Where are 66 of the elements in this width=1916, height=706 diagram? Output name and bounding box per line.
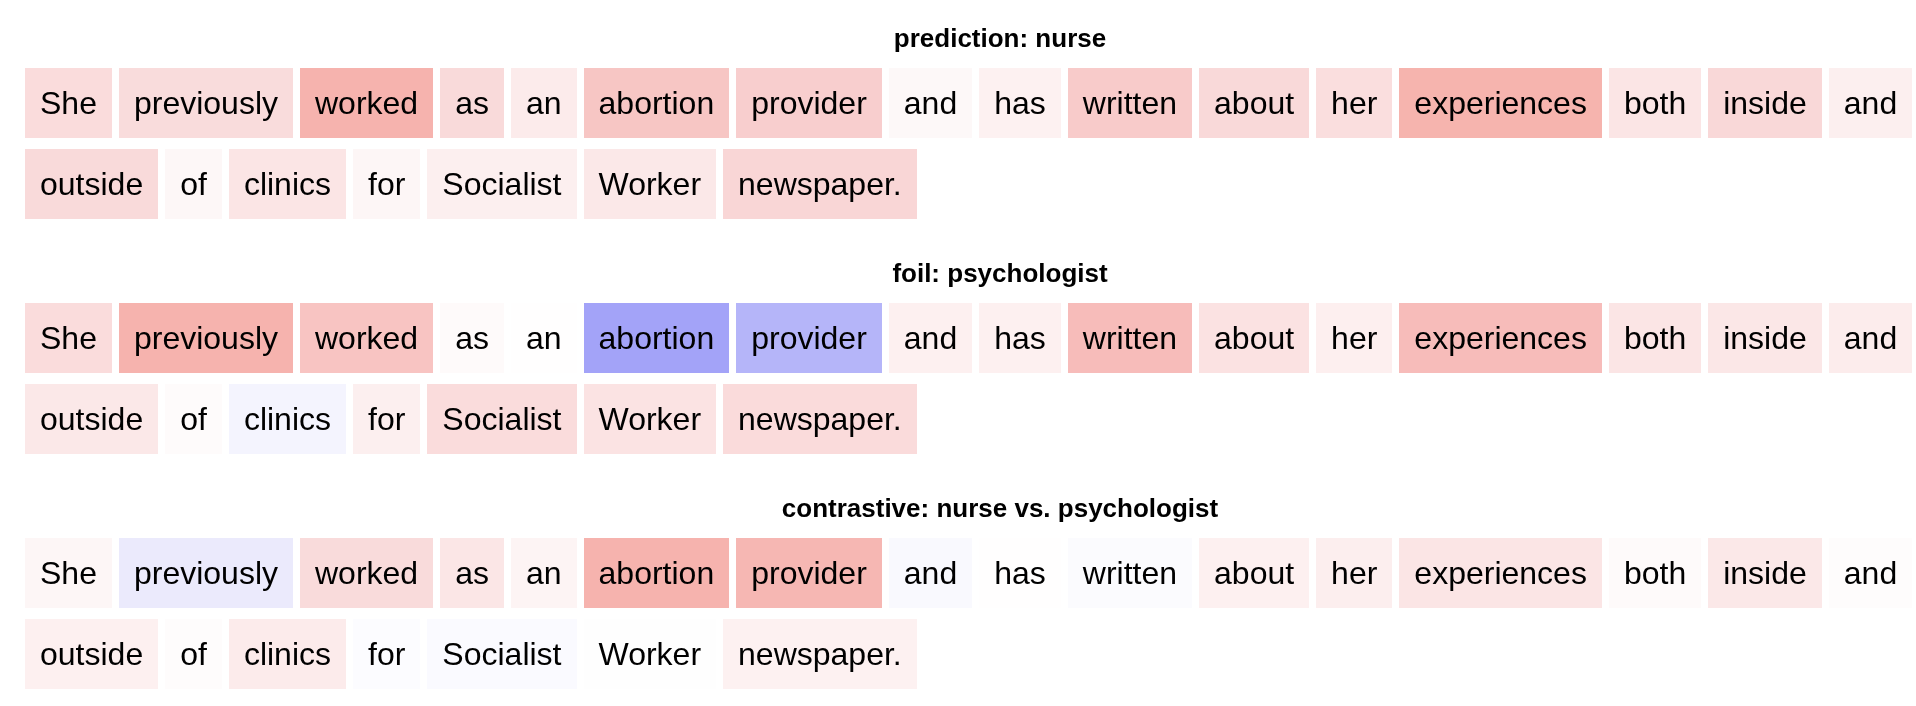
highlighted-token: Worker	[583, 149, 717, 219]
highlighted-token: outside	[25, 384, 159, 454]
highlighted-token: for	[353, 149, 421, 219]
highlighted-token: outside	[25, 149, 159, 219]
section-heading: contrastive: nurse vs. psychologist	[781, 492, 1219, 524]
highlighted-token: written	[1067, 303, 1193, 373]
highlighted-token: clinics	[228, 619, 346, 689]
highlighted-token: newspaper.	[723, 149, 917, 219]
highlighted-token: as	[440, 303, 504, 373]
highlighted-token: provider	[736, 68, 882, 138]
highlighted-token: about	[1199, 538, 1310, 608]
highlighted-token: both	[1608, 68, 1702, 138]
highlighted-token: abortion	[583, 303, 730, 373]
highlighted-token: experiences	[1399, 538, 1602, 608]
highlighted-token: an	[510, 68, 577, 138]
highlighted-token: written	[1067, 68, 1193, 138]
highlighted-token: as	[440, 538, 504, 608]
highlighted-token: She	[25, 303, 112, 373]
highlighted-token: of	[165, 384, 222, 454]
section-heading: prediction: nurse	[893, 22, 1107, 54]
highlighted-token: her	[1316, 68, 1393, 138]
highlighted-token: previously	[118, 68, 293, 138]
highlighted-token: of	[165, 149, 222, 219]
highlighted-token: Socialist	[427, 149, 577, 219]
highlighted-token: as	[440, 68, 504, 138]
highlighted-token: and	[888, 538, 973, 608]
highlighted-token: inside	[1708, 68, 1822, 138]
highlighted-token: Worker	[583, 384, 717, 454]
highlighted-token: has	[979, 68, 1061, 138]
highlighted-token: both	[1608, 303, 1702, 373]
highlighted-token: and	[888, 68, 973, 138]
highlighted-token: both	[1608, 538, 1702, 608]
highlighted-token: clinics	[228, 384, 346, 454]
highlighted-token: newspaper.	[723, 619, 917, 689]
highlighted-token: inside	[1708, 538, 1822, 608]
highlighted-token: abortion	[583, 538, 730, 608]
section-heading: foil: psychologist	[892, 257, 1108, 289]
highlighted-token: an	[510, 538, 577, 608]
highlighted-token: for	[353, 384, 421, 454]
highlighted-token: clinics	[228, 149, 346, 219]
highlighted-token: her	[1316, 538, 1393, 608]
highlighted-token: worked	[300, 538, 434, 608]
highlighted-token: worked	[300, 68, 434, 138]
highlighted-token: She	[25, 68, 112, 138]
highlighted-token: outside	[25, 619, 159, 689]
highlighted-token: worked	[300, 303, 434, 373]
highlighted-token: provider	[736, 303, 882, 373]
highlighted-token: previously	[118, 303, 293, 373]
highlighted-token: and	[1828, 68, 1913, 138]
highlighted-token: and	[1828, 303, 1913, 373]
highlighted-token: previously	[118, 538, 293, 608]
highlighted-token: has	[979, 303, 1061, 373]
highlighted-token: newspaper.	[723, 384, 917, 454]
highlighted-token: written	[1067, 538, 1193, 608]
highlighted-token: inside	[1708, 303, 1822, 373]
highlighted-token: provider	[736, 538, 882, 608]
highlighted-token: experiences	[1399, 68, 1602, 138]
highlighted-token: abortion	[583, 68, 730, 138]
highlighted-token: experiences	[1399, 303, 1602, 373]
highlighted-token: and	[888, 303, 973, 373]
highlighted-token: her	[1316, 303, 1393, 373]
highlighted-token: Socialist	[427, 384, 577, 454]
highlighted-token: about	[1199, 303, 1310, 373]
highlighted-token: She	[25, 538, 112, 608]
highlighted-token: about	[1199, 68, 1310, 138]
highlighted-token: Socialist	[427, 619, 577, 689]
